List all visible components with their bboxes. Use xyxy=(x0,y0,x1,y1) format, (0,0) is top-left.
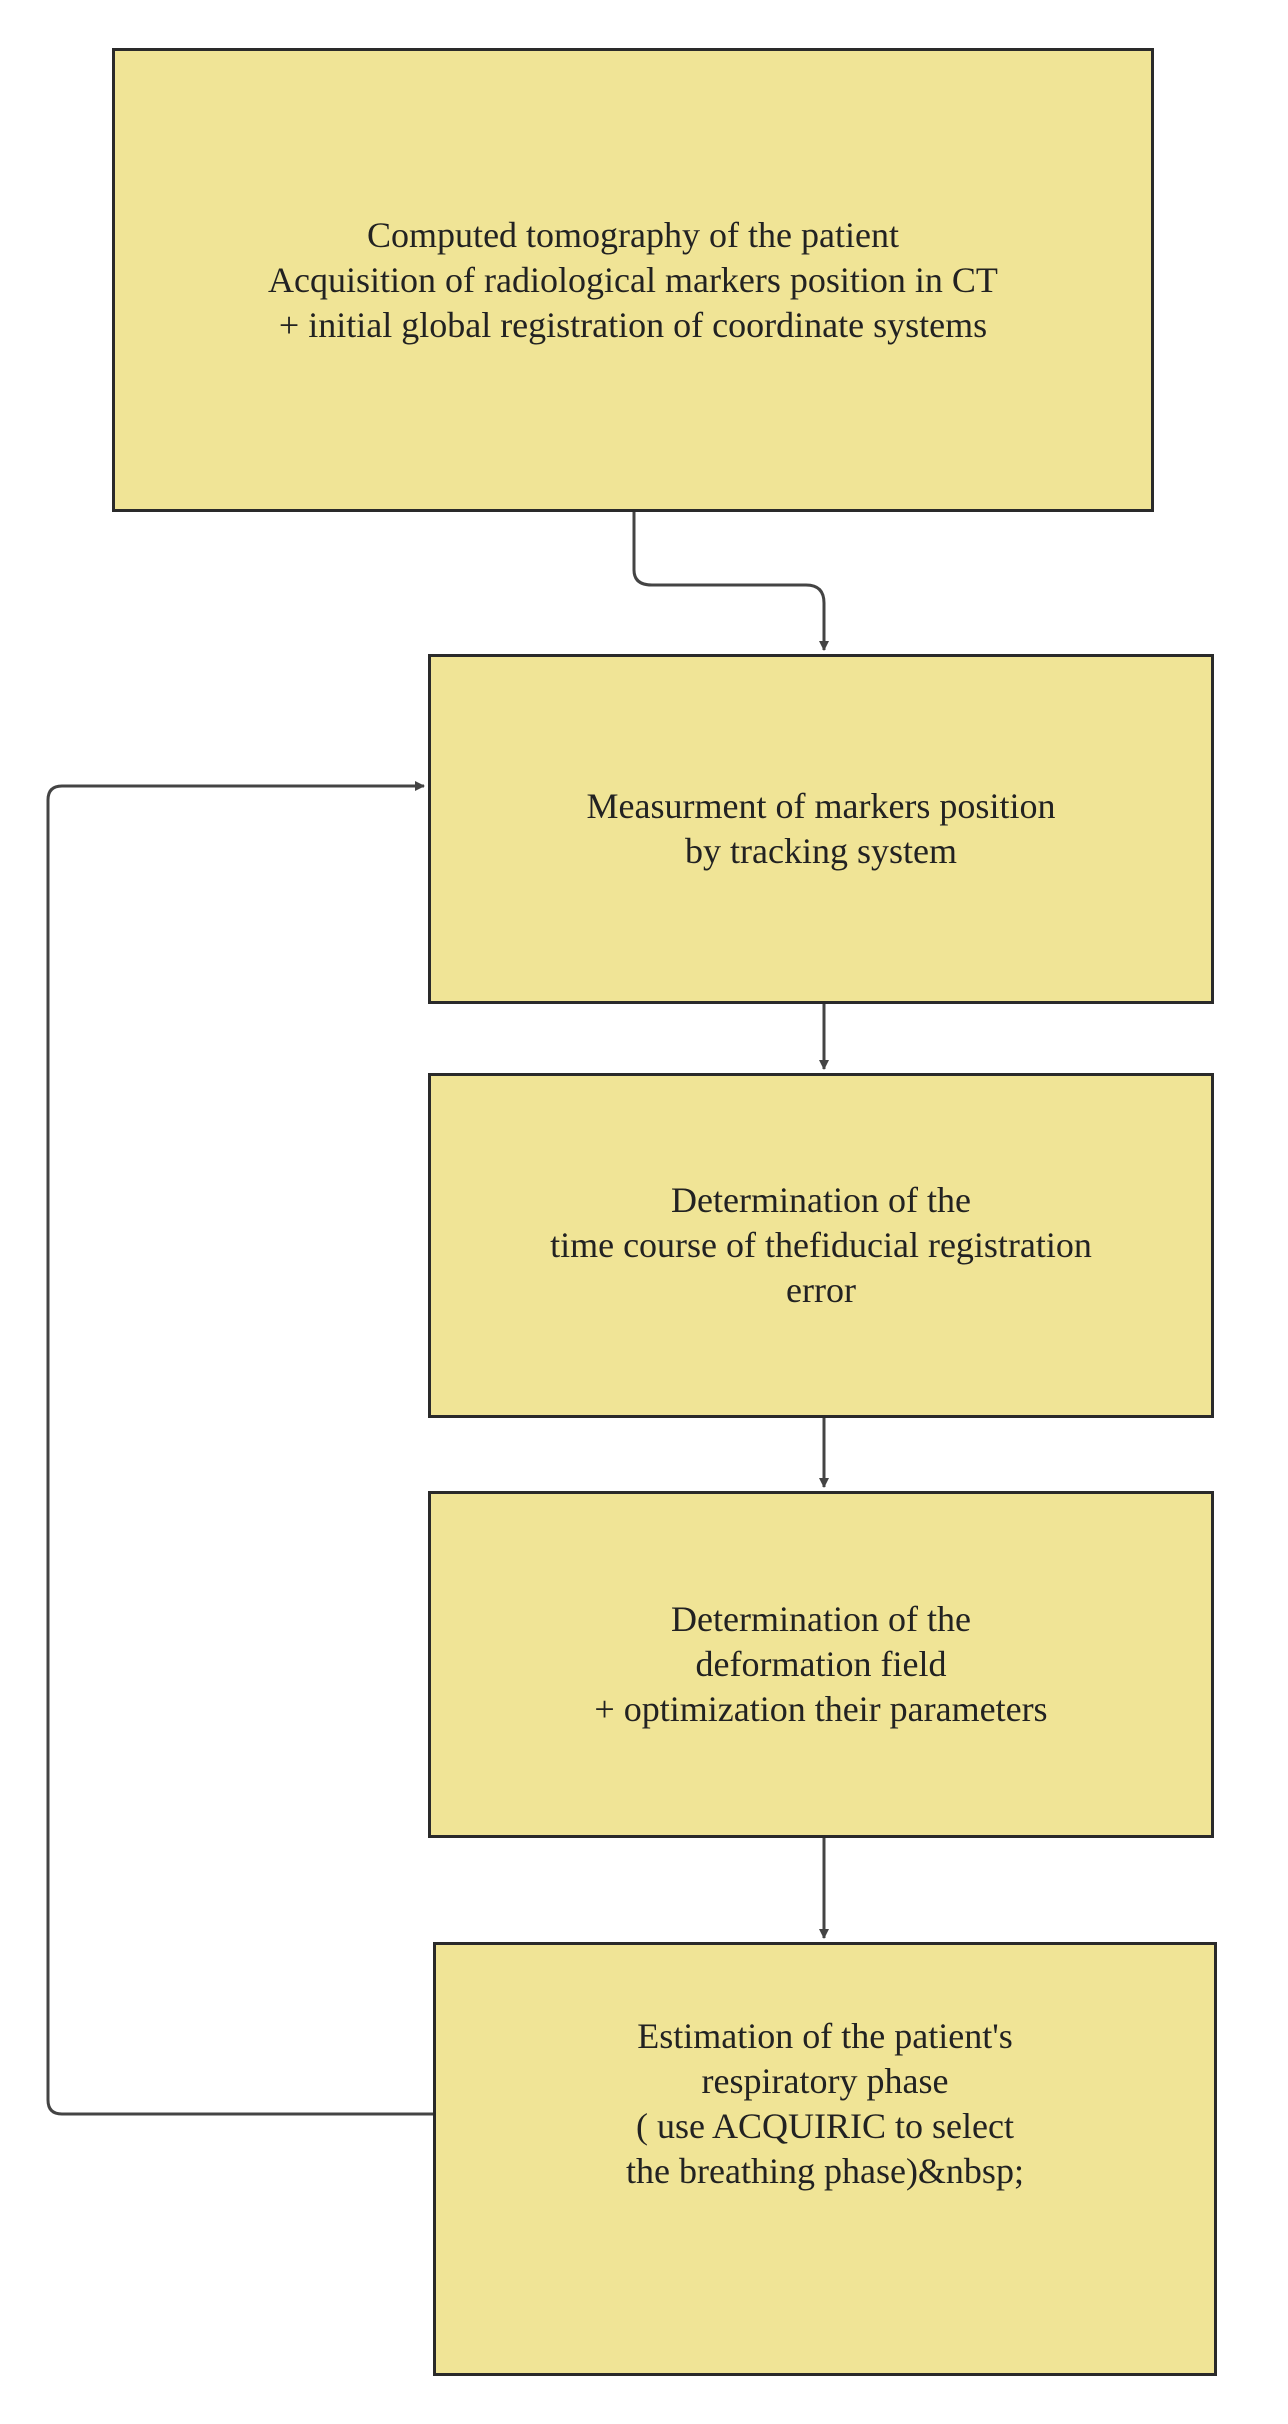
step-3-line-3: error xyxy=(786,1270,856,1310)
step-3-line-1: Determination of the xyxy=(671,1180,971,1220)
step-2-line-1: Measurment of markers position xyxy=(586,786,1056,826)
step-box-respiratory-phase: Estimation of the patient's respiratory … xyxy=(433,1942,1217,2376)
step-1-line-2: Acquisition of radiological markers posi… xyxy=(268,259,998,300)
step-1-line-1: Computed tomography of the patient xyxy=(367,214,899,255)
connector-feedback-loop-5-to-2 xyxy=(46,781,433,2116)
step-box-marker-measurement: Measurment of markers position by tracki… xyxy=(428,654,1214,1004)
step-box-deformation-field: Determination of the deformation field +… xyxy=(428,1491,1214,1838)
step-5-line-4: the breathing phase)&nbsp; xyxy=(626,2151,1024,2191)
step-1-line-3: + initial global registration of coordin… xyxy=(278,304,988,345)
step-5-line-3: ( use ACQUIRIC to select xyxy=(636,2106,1014,2146)
step-5-line-1: Estimation of the patient's xyxy=(637,2016,1013,2056)
step-3-line-2: time course of thefiducial registration xyxy=(550,1225,1092,1265)
step-4-line-1: Determination of the xyxy=(671,1599,971,1639)
step-box-fiducial-error: Determination of the time course of thef… xyxy=(428,1073,1214,1418)
step-box-ct-acquisition: Computed tomography of the patient Acqui… xyxy=(112,48,1154,512)
step-4-line-3: + optimization their parameters xyxy=(594,1689,1048,1729)
step-2-line-2: by tracking system xyxy=(685,831,957,871)
step-5-line-2: respiratory phase xyxy=(701,2061,949,2101)
step-4-line-2: deformation field xyxy=(695,1644,947,1684)
connector-arrow-1-to-2 xyxy=(632,512,829,651)
